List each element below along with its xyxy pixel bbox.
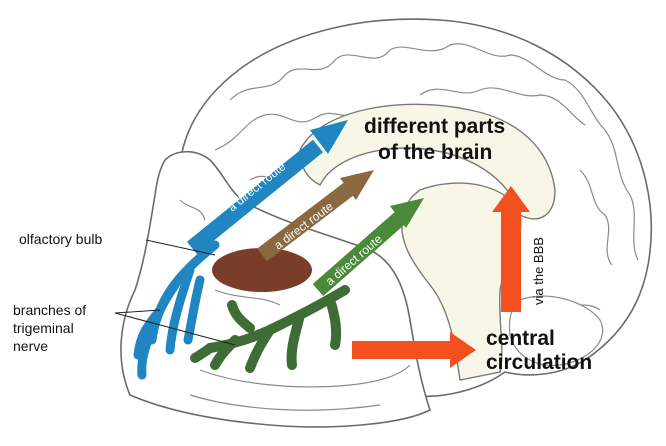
via-bbb-label: via the BBB: [531, 237, 546, 305]
central-circulation-line2: circulation: [486, 351, 592, 374]
brain-gyri: [214, 43, 639, 311]
olfactory-nerve: [133, 240, 220, 380]
olfactory-bulb-label: olfactory bulb: [19, 231, 102, 247]
central-circulation-line1: central: [486, 327, 555, 350]
trigeminal-label-line3: nerve: [13, 338, 48, 354]
bbb-arrow: [492, 186, 530, 312]
target-label-line2: of the brain: [378, 141, 492, 164]
turbinates: [179, 199, 411, 411]
corpus-callosum: [299, 103, 556, 220]
trigeminal-label-line2: trigeminal: [13, 320, 74, 336]
olfactory-bulb: [212, 248, 312, 292]
trigeminal-pointer-2: [114, 312, 236, 346]
cerebellum: [508, 295, 604, 367]
trigeminal-label-line1: branches of: [13, 302, 86, 318]
trigeminal-nerve: [190, 285, 350, 373]
trigeminal-pointer-1: [114, 309, 161, 314]
target-label-line1: different parts: [364, 115, 505, 138]
central-circulation-arrow: [352, 332, 476, 368]
olfactory-bulb-pointer: [145, 239, 216, 256]
